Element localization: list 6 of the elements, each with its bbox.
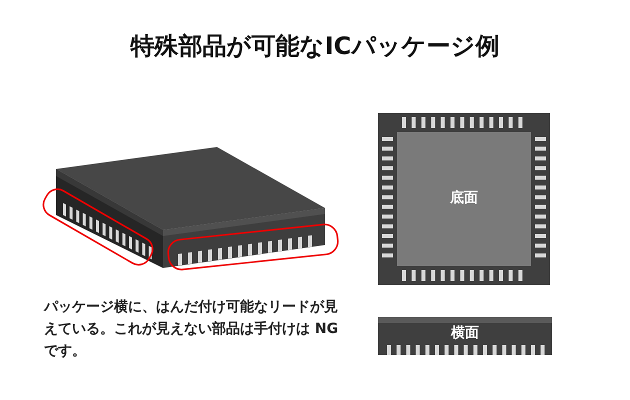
view-label: 底面 (448, 189, 479, 207)
chip-side-view (378, 317, 552, 355)
title: 特殊部品が可能なICパッケージ例 (129, 31, 500, 62)
note-text: パッケージ横に、はんだ付け可能なリードが見えている。これが見えない部品は手付けは NG です。 (44, 298, 340, 361)
view-label: 横面 (450, 324, 480, 342)
chip-bottom-view (378, 113, 550, 285)
